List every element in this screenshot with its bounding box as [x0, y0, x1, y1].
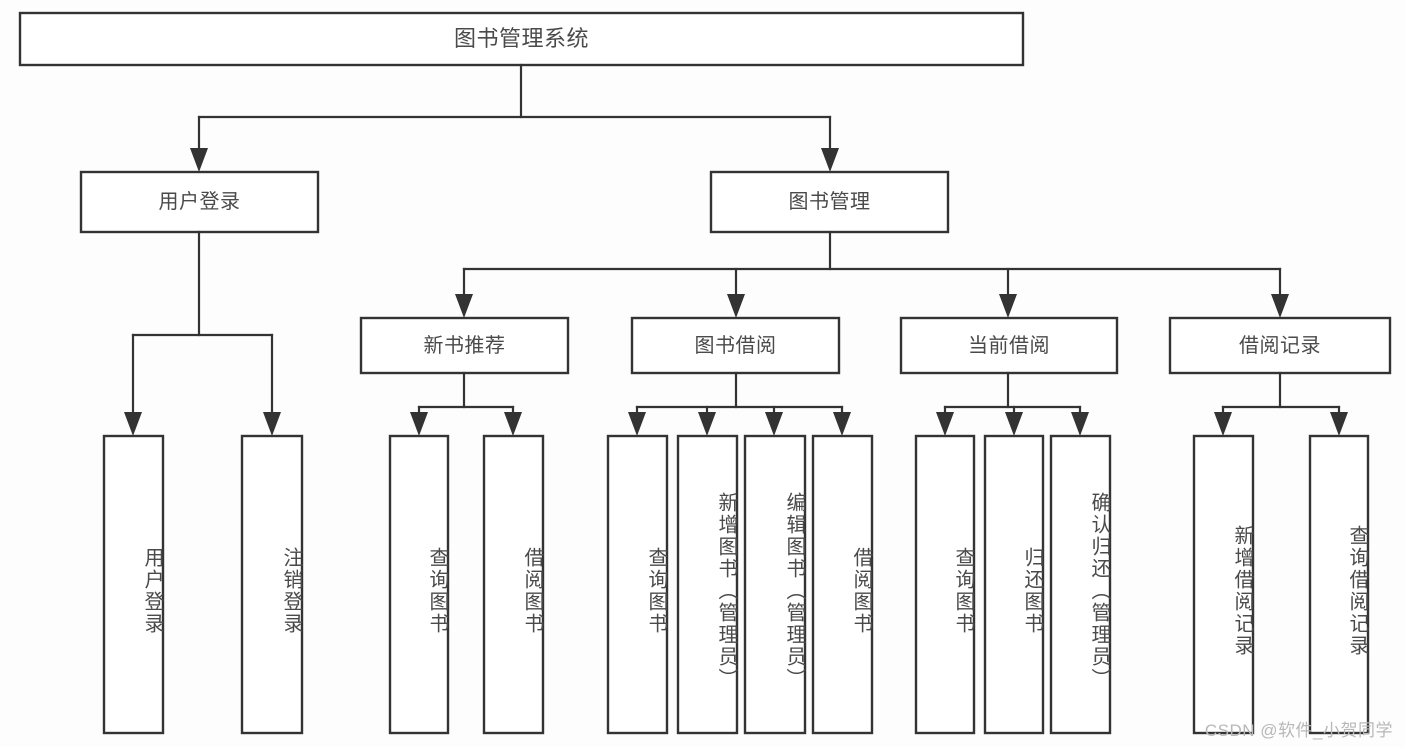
node-box-current-borrow[interactable]: [899, 316, 1119, 375]
leaf-box-confirm-return[interactable]: [1049, 434, 1112, 735]
leaf-box-borrow-book-2[interactable]: [811, 434, 874, 735]
arrow-head-current-borrow: [999, 294, 1017, 318]
arrow-head-leaf-borrow-book-1: [504, 412, 522, 436]
leaf-box-query-book-1[interactable]: [388, 434, 450, 735]
leaf-box-edit-book[interactable]: [743, 434, 807, 735]
node-box-root[interactable]: [18, 11, 1025, 67]
arrow-head-leaf-query-book-1: [410, 412, 428, 436]
leaf-box-query-record[interactable]: [1308, 434, 1370, 735]
leaf-box-add-book[interactable]: [676, 434, 739, 735]
arrow-head-leaf-query-book-2: [628, 412, 646, 436]
arrow-head-leaf-edit-book: [765, 412, 783, 436]
leaf-box-query-book-3[interactable]: [914, 434, 976, 735]
arrow-head-leaf-user-login: [124, 412, 142, 436]
arrow-head-leaf-add-record: [1214, 412, 1232, 436]
arrow-head-leaf-query-book-3: [936, 412, 954, 436]
arrow-head-leaf-borrow-book-2: [833, 412, 851, 436]
leaf-box-return-book[interactable]: [983, 434, 1045, 735]
arrow-head-book-borrow: [727, 294, 745, 318]
arrow-head-book-manage: [821, 148, 839, 172]
arrow-head-borrow-record: [1271, 294, 1289, 318]
leaf-box-add-record[interactable]: [1192, 434, 1255, 735]
arrow-head-leaf-return-book: [1005, 412, 1023, 436]
arrow-head-new-book-recommend: [455, 294, 473, 318]
leaf-box-user-login[interactable]: [102, 434, 165, 735]
arrow-head-leaf-user-logout: [263, 412, 281, 436]
leaf-box-user-logout[interactable]: [240, 434, 304, 735]
leaf-box-borrow-book-1[interactable]: [482, 434, 545, 735]
node-box-book-manage[interactable]: [709, 170, 950, 234]
node-box-user-login[interactable]: [79, 170, 320, 234]
arrow-head-leaf-add-book: [698, 412, 716, 436]
leaf-box-query-book-2[interactable]: [606, 434, 669, 735]
node-box-new-book-recommend[interactable]: [359, 316, 570, 375]
csdn-watermark: CSDN @软件_小贺同学: [1204, 721, 1393, 740]
arrow-head-leaf-query-record: [1330, 412, 1348, 436]
arrow-head-user-login: [190, 148, 208, 172]
arrow-head-leaf-confirm-return: [1071, 412, 1089, 436]
node-box-borrow-record[interactable]: [1168, 316, 1392, 375]
node-box-book-borrow[interactable]: [630, 316, 841, 375]
